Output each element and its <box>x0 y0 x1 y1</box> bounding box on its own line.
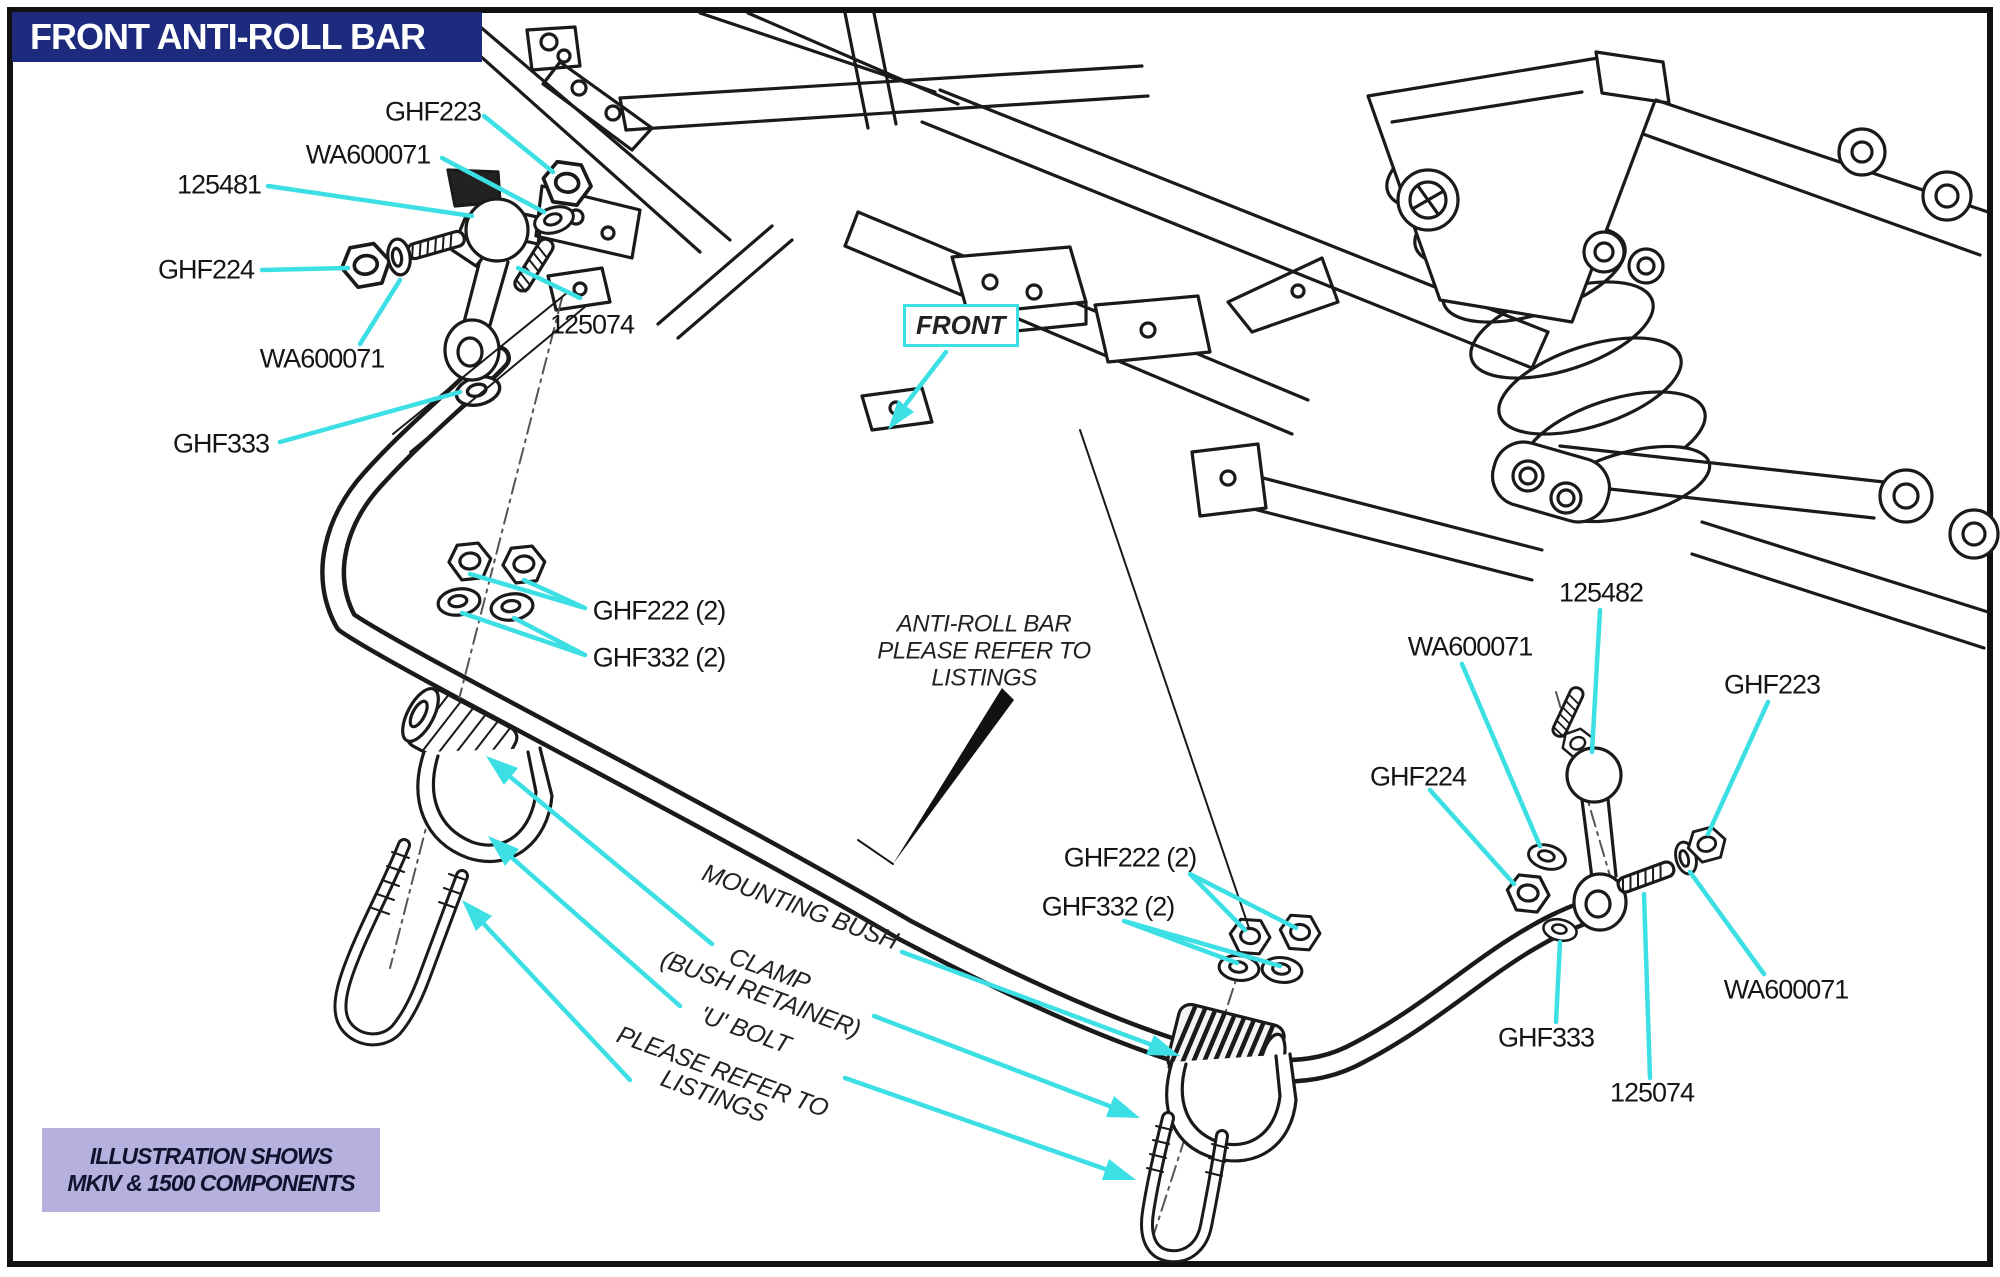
part-label-ghf332-right: GHF332 (2) <box>1041 891 1176 922</box>
left-drop-link <box>336 158 596 412</box>
callout-arrows <box>462 349 1180 1180</box>
part-label-ghf333-right: GHF333 <box>1497 1022 1595 1053</box>
anti-roll-bar-note: ANTI-ROLL BAR PLEASE REFER TO LISTINGS <box>877 610 1091 692</box>
part-label-125074-right: 125074 <box>1609 1077 1695 1108</box>
part-label-ghf224-right: GHF224 <box>1369 761 1467 792</box>
part-label-wa600071-left-top: WA600071 <box>305 139 432 170</box>
part-label-125074-left: 125074 <box>549 309 635 340</box>
part-label-125481: 125481 <box>176 169 262 200</box>
page-border <box>7 7 1993 1267</box>
part-label-ghf222-left: GHF222 (2) <box>592 595 727 626</box>
anti-roll-bar <box>320 345 1599 1084</box>
part-label-ghf333-left: GHF333 <box>172 428 270 459</box>
note-line3: LISTINGS <box>931 664 1037 692</box>
left-clamp-assembly <box>333 687 554 1047</box>
legend-line1: ILLUSTRATION SHOWS <box>89 1143 333 1169</box>
part-label-wa600071-right-top: WA600071 <box>1407 631 1534 662</box>
right-drop-link <box>1503 684 1731 945</box>
part-label-125482: 125482 <box>1558 577 1644 608</box>
page-title: FRONT ANTI-ROLL BAR <box>12 12 482 62</box>
suspension-arms <box>1190 50 2000 650</box>
front-arrow-icon <box>888 349 949 430</box>
right-clamp-assembly <box>1140 1002 1298 1264</box>
legend-line2: MKIV & 1500 COMPONENTS <box>67 1170 355 1196</box>
part-label-ghf223-left: GHF223 <box>384 96 482 127</box>
note-line2: PLEASE REFER TO <box>877 637 1091 665</box>
callout-lines <box>259 113 1771 1081</box>
part-label-ghf222-right: GHF222 (2) <box>1063 842 1198 873</box>
front-direction-marker: FRONT <box>903 304 1019 347</box>
part-label-ghf224-left: GHF224 <box>157 254 255 285</box>
part-label-wa600071-right-bottom: WA600071 <box>1723 974 1850 1005</box>
chassis-frame <box>430 11 1550 436</box>
part-label-wa600071-left-bottom: WA600071 <box>259 343 386 374</box>
part-label-ghf223-right: GHF223 <box>1723 669 1821 700</box>
legend-box: ILLUSTRATION SHOWS MKIV & 1500 COMPONENT… <box>42 1128 380 1212</box>
part-label-ghf332-left: GHF332 (2) <box>592 642 727 673</box>
note-line1: ANTI-ROLL BAR <box>896 610 1072 638</box>
leader-lines <box>392 291 1250 929</box>
hardware-right-pair <box>1216 913 1323 986</box>
